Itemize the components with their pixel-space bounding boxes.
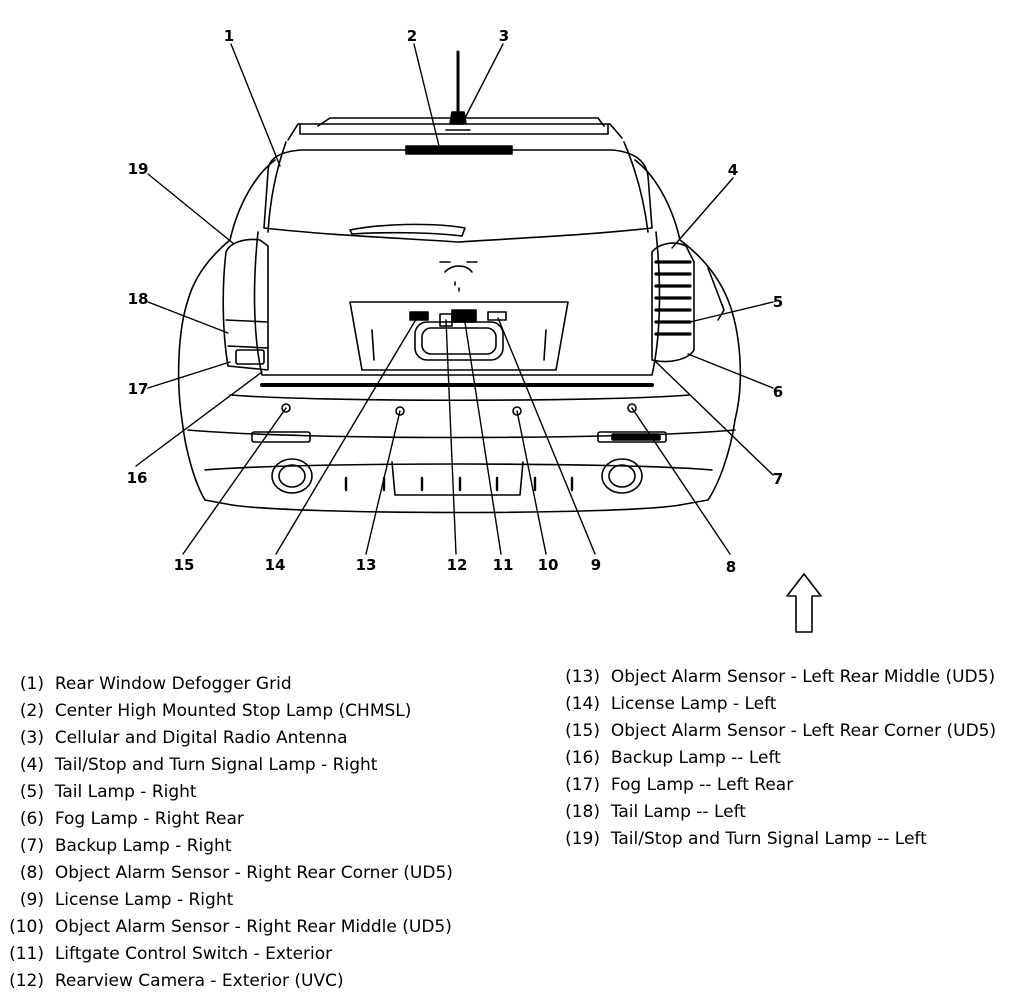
legend-item-text: Center High Mounted Stop Lamp (CHMSL)	[54, 701, 412, 721]
legend-item: (5) Tail Lamp - Right	[0, 782, 197, 802]
legend-item-number: (12)	[9, 971, 44, 991]
legend-item: (15) Object Alarm Sensor - Left Rear Cor…	[560, 721, 996, 741]
legend-item: (4) Tail/Stop and Turn Signal Lamp - Rig…	[0, 755, 378, 775]
legend-item: (2) Center High Mounted Stop Lamp (CHMSL…	[0, 701, 411, 721]
legend-item-number: (19)	[565, 829, 600, 849]
callout-11: 11	[493, 556, 514, 574]
legend-item-text: Fog Lamp - Right Rear	[54, 809, 244, 829]
rear-window	[263, 149, 653, 243]
callout-10: 10	[538, 556, 559, 574]
sensor-left-middle	[395, 406, 405, 416]
legend-item: (17) Fog Lamp -- Left Rear	[560, 775, 793, 795]
legend-item-number: (9)	[19, 890, 44, 910]
legend-item: (3) Cellular and Digital Radio Antenna	[0, 728, 348, 748]
legend-item: (16) Backup Lamp -- Left	[560, 748, 781, 768]
legend-item-text: Object Alarm Sensor - Left Rear Corner (…	[610, 721, 997, 741]
legend-item-text: Tail Lamp - Right	[54, 782, 197, 802]
legend-item-number: (6)	[19, 809, 44, 829]
callout-18: 18	[128, 290, 149, 308]
right-lamp-cluster	[651, 242, 725, 363]
vehicle-body	[177, 117, 742, 514]
legend-item-number: (3)	[19, 728, 44, 748]
legend-item: (10) Object Alarm Sensor - Right Rear Mi…	[0, 917, 452, 937]
sensor-left-corner	[281, 403, 291, 413]
legend-item: (8) Object Alarm Sensor - Right Rear Cor…	[0, 863, 453, 883]
legend-item: (6) Fog Lamp - Right Rear	[0, 809, 244, 829]
legend-item-text: Object Alarm Sensor - Left Rear Middle (…	[610, 667, 996, 687]
legend-item: (11) Liftgate Control Switch - Exterior	[0, 944, 332, 964]
legend-item-number: (15)	[565, 721, 600, 741]
legend-item: (13) Object Alarm Sensor - Left Rear Mid…	[560, 667, 995, 687]
liftgate-hardware	[409, 309, 507, 327]
legend-item-text: License Lamp - Right	[54, 890, 234, 910]
legend-item-number: (5)	[19, 782, 44, 802]
callout-3: 3	[499, 27, 509, 45]
legend-item-text: Tail Lamp -- Left	[610, 802, 746, 822]
legend-item-text: Tail/Stop and Turn Signal Lamp -- Left	[610, 829, 927, 849]
object-alarm-sensors	[281, 403, 637, 416]
legend-item-text: Tail/Stop and Turn Signal Lamp - Right	[54, 755, 378, 775]
legend-item-number: (2)	[19, 701, 44, 721]
left-lamp-cluster	[222, 238, 269, 371]
license-lamp-right	[487, 311, 507, 321]
legend-item-text: Object Alarm Sensor - Right Rear Middle …	[54, 917, 452, 937]
callout-1: 1	[224, 27, 234, 45]
callout-16: 16	[127, 469, 148, 487]
sensor-right-corner	[627, 403, 637, 413]
legend-item-text: Object Alarm Sensor - Right Rear Corner …	[54, 863, 453, 883]
callout-9: 9	[591, 556, 601, 574]
callout-5: 5	[773, 293, 783, 311]
callout-13: 13	[356, 556, 377, 574]
legend-item-text: Rear Window Defogger Grid	[54, 674, 292, 694]
legend-item: (18) Tail Lamp -- Left	[560, 802, 746, 822]
legend-item-text: Backup Lamp - Right	[54, 836, 232, 856]
legend-item-number: (17)	[565, 775, 600, 795]
legend-item-text: Fog Lamp -- Left Rear	[610, 775, 794, 795]
legend-item-number: (13)	[565, 667, 600, 687]
callout-8: 8	[726, 558, 736, 576]
callout-19: 19	[128, 160, 149, 178]
chmsl-lamp	[405, 145, 513, 155]
legend-item-text: Liftgate Control Switch - Exterior	[54, 944, 333, 964]
antenna	[445, 50, 471, 131]
legend-item-number: (14)	[565, 694, 600, 714]
callout-15: 15	[174, 556, 195, 574]
callout-6: 6	[773, 383, 783, 401]
legend-item-text: License Lamp - Left	[610, 694, 777, 714]
legend-item: (7) Backup Lamp - Right	[0, 836, 232, 856]
legend-item-number: (18)	[565, 802, 600, 822]
up-arrow-icon	[786, 573, 822, 633]
legend-item: (1) Rear Window Defogger Grid	[0, 674, 292, 694]
callout-7: 7	[773, 470, 783, 488]
legend-item-number: (1)	[19, 674, 44, 694]
legend-item: (19) Tail/Stop and Turn Signal Lamp -- L…	[560, 829, 927, 849]
license-lamp-left	[409, 311, 429, 321]
legend-item-number: (10)	[9, 917, 44, 937]
legend-item-text: Backup Lamp -- Left	[610, 748, 781, 768]
callout-4: 4	[728, 161, 738, 179]
callout-labels: 1 2 3 4 5 6 7 8 9 10 11 12 13 14 15 16 1…	[127, 27, 784, 576]
legend-item-number: (8)	[19, 863, 44, 883]
legend-item-number: (11)	[9, 944, 44, 964]
callout-12: 12	[447, 556, 468, 574]
legend-item-number: (7)	[19, 836, 44, 856]
legend-item-number: (4)	[19, 755, 44, 775]
legend-item: (9) License Lamp - Right	[0, 890, 233, 910]
leader-lines	[135, 43, 774, 555]
legend-item: (14) License Lamp - Left	[560, 694, 776, 714]
legend-item-text: Rearview Camera - Exterior (UVC)	[54, 971, 344, 991]
callout-14: 14	[265, 556, 286, 574]
legend-item: (12) Rearview Camera - Exterior (UVC)	[0, 971, 344, 991]
legend-item-text: Cellular and Digital Radio Antenna	[54, 728, 348, 748]
sensor-right-middle	[512, 406, 522, 416]
callout-17: 17	[128, 380, 149, 398]
legend-item-number: (16)	[565, 748, 600, 768]
vehicle-rear-view-diagram: 1 2 3 4 5 6 7 8 9 10 11 12 13 14 15 16 1…	[127, 27, 822, 633]
callout-2: 2	[407, 27, 417, 45]
